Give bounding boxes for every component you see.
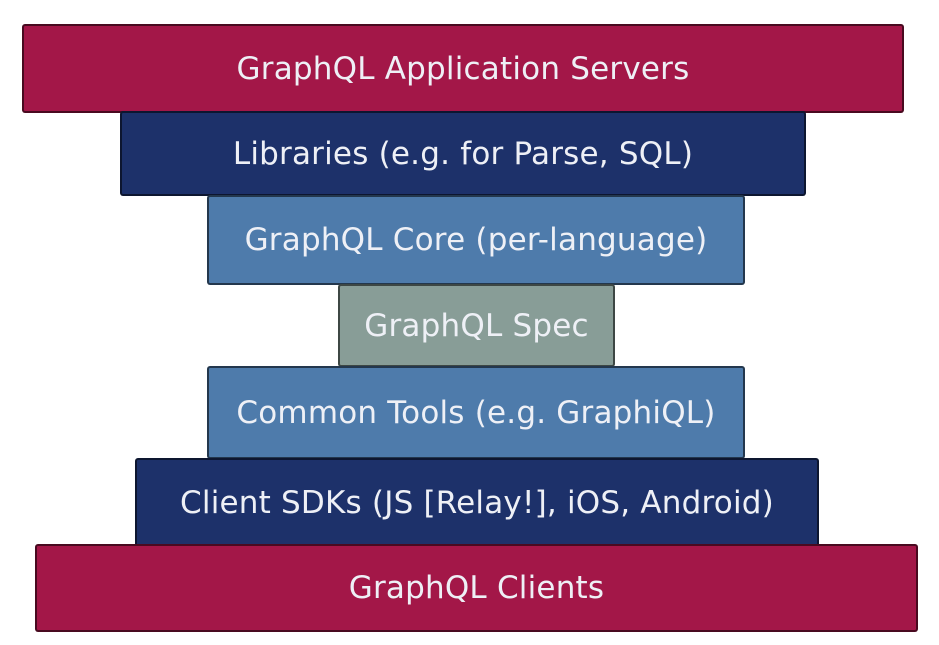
layer-client-sdks: Client SDKs (JS [Relay!], iOS, Android) [135, 458, 819, 547]
layer-common-tools: Common Tools (e.g. GraphiQL) [207, 366, 745, 459]
layer-label: Common Tools (e.g. GraphiQL) [236, 394, 716, 431]
layer-label: GraphQL Core (per-language) [244, 222, 708, 258]
layer-label: GraphQL Spec [364, 307, 589, 344]
layer-graphql-core: GraphQL Core (per-language) [207, 195, 745, 285]
layer-graphql-clients: GraphQL Clients [35, 544, 918, 632]
layer-label: GraphQL Application Servers [236, 50, 690, 87]
layer-label: GraphQL Clients [348, 570, 605, 606]
layer-libraries: Libraries (e.g. for Parse, SQL) [120, 111, 806, 196]
layer-graphql-application-servers: GraphQL Application Servers [22, 24, 904, 113]
layer-graphql-spec: GraphQL Spec [338, 284, 615, 367]
layer-label: Client SDKs (JS [Relay!], iOS, Android) [180, 484, 774, 521]
layer-label: Libraries (e.g. for Parse, SQL) [232, 135, 694, 172]
